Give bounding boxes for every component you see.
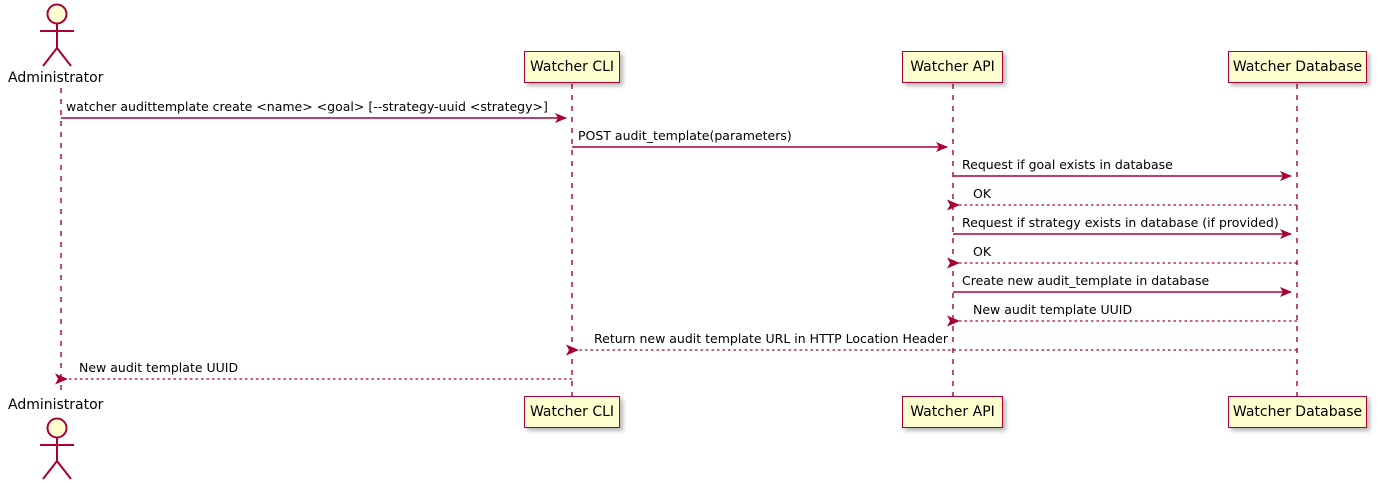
- message-label-8: New audit template UUID: [973, 302, 1133, 317]
- participant-label-watcher-api: Watcher API: [910, 59, 995, 75]
- actor-figure-top: [40, 3, 74, 67]
- message-label-3: Request if goal exists in database: [962, 157, 1173, 172]
- message-label-5: Request if strategy exists in database (…: [962, 215, 1279, 230]
- participant-box-watcher-cli-top[interactable]: Watcher CLI: [524, 51, 620, 83]
- message-label-2: POST audit_template(parameters): [578, 128, 792, 143]
- participant-label-watcher-cli: Watcher CLI: [529, 59, 615, 75]
- participant-box-watcher-cli-bottom[interactable]: Watcher CLI: [524, 396, 620, 428]
- participant-label-watcher-api: Watcher API: [910, 404, 995, 420]
- participant-label-watcher-database: Watcher Database: [1232, 404, 1363, 420]
- message-label-9: Return new audit template URL in HTTP Lo…: [594, 331, 948, 346]
- participant-label-watcher-cli: Watcher CLI: [529, 404, 615, 420]
- participant-box-watcher-api-top[interactable]: Watcher API: [902, 51, 1003, 83]
- lifelines: [60, 84, 1298, 396]
- message-label-1: watcher audittemplate create <name> <goa…: [66, 99, 548, 114]
- actor-label-administrator-top: Administrator: [8, 70, 104, 86]
- message-label-7: Create new audit_template in database: [962, 273, 1210, 288]
- actor-label-administrator-bottom: Administrator: [8, 397, 104, 413]
- message-label-6: OK: [973, 244, 992, 259]
- message-label-4: OK: [973, 186, 992, 201]
- participant-box-watcher-database-top[interactable]: Watcher Database: [1228, 51, 1367, 83]
- participant-box-watcher-api-bottom[interactable]: Watcher API: [902, 396, 1003, 428]
- message-arrows: [55, 113, 1297, 385]
- actor-figure-bottom: [40, 417, 74, 480]
- message-label-10: New audit template UUID: [79, 360, 239, 375]
- participant-label-watcher-database: Watcher Database: [1232, 59, 1363, 75]
- participant-box-watcher-database-bottom[interactable]: Watcher Database: [1228, 396, 1367, 428]
